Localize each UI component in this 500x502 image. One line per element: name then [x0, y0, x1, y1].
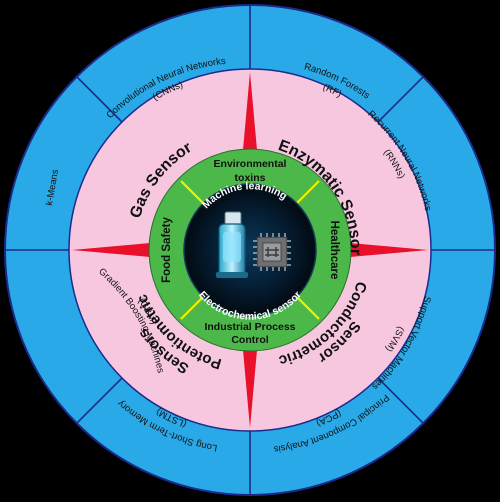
outer-ring-dividers: [5, 5, 495, 495]
app-healthcare: Healthcare: [328, 221, 340, 280]
app-food-safety: Food Safety: [161, 216, 173, 282]
app-environmental-line1: Environmental: [214, 158, 287, 170]
red-spike-top: [243, 72, 257, 150]
red-spike-left: [72, 243, 150, 257]
app-industrial-line2: Control: [231, 334, 268, 346]
app-industrial-line1: Industrial Process: [204, 321, 295, 333]
app-environmental-line2: toxins: [235, 172, 266, 184]
red-spike-bottom: [243, 350, 257, 428]
red-spikes: [72, 72, 428, 428]
sensor-device-icon: [216, 211, 248, 278]
red-spike-right: [350, 243, 428, 257]
divider-lower-left: [76, 376, 124, 424]
microchip-icon: [253, 233, 291, 271]
center-disk: [183, 183, 317, 317]
divider-lower-right: [376, 376, 424, 424]
divider-upper-left: [76, 76, 124, 124]
divider-upper-right: [376, 76, 424, 124]
